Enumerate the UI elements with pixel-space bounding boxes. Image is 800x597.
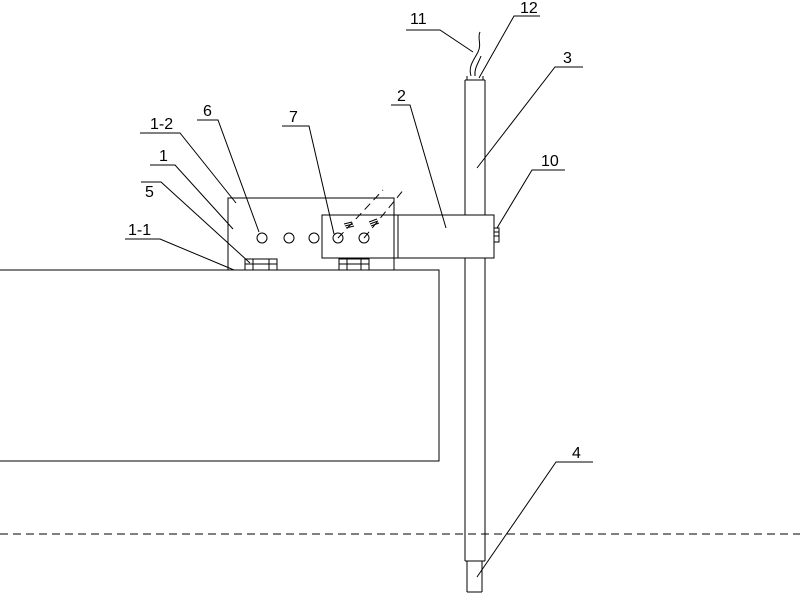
angle-guide-2 — [363, 187, 406, 239]
wire-11 — [469, 31, 481, 77]
angle-guide-1 — [337, 189, 384, 239]
hole-2 — [283, 232, 295, 244]
mounting-block — [227, 197, 395, 271]
label-5: 5 — [145, 184, 154, 201]
label-1-2: 1-2 — [150, 116, 173, 133]
leader-lines — [125, 15, 593, 578]
nut-left — [244, 258, 278, 271]
hole-1 — [256, 232, 268, 244]
label-1: 1 — [159, 148, 168, 165]
label-12: 12 — [520, 0, 538, 17]
label-4: 4 — [572, 445, 581, 462]
rod-tip — [466, 561, 483, 593]
label-7: 7 — [289, 109, 298, 126]
nut-right — [338, 258, 370, 271]
label-6: 6 — [203, 103, 212, 120]
vertical-rod — [464, 76, 486, 562]
label-2: 2 — [397, 88, 406, 105]
clamp-arm — [397, 214, 495, 259]
clamp-screw — [493, 227, 500, 243]
hole-3 — [308, 232, 320, 244]
base-table — [0, 269, 440, 462]
thread-marks — [343, 218, 380, 229]
label-10: 10 — [541, 153, 559, 170]
hole-4 — [332, 232, 344, 244]
hole-5 — [358, 232, 370, 244]
label-3: 3 — [563, 50, 572, 67]
wire-12 — [474, 55, 482, 77]
label-1-1: 1-1 — [128, 222, 151, 239]
label-11: 11 — [410, 11, 427, 28]
